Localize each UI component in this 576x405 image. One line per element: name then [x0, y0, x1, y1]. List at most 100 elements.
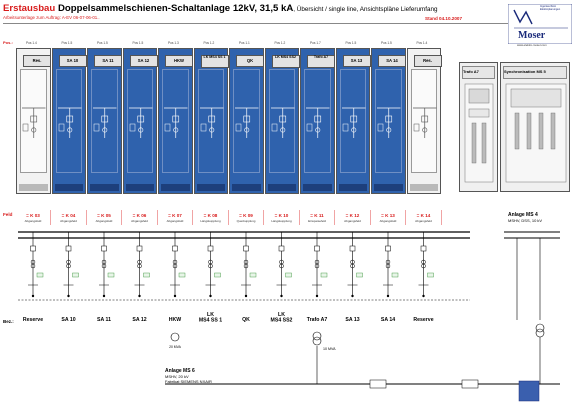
field-role: Abgangsfeld	[131, 219, 148, 223]
cabinet-mimic-diagram	[128, 107, 152, 138]
cabinet-label: HKW	[165, 55, 193, 67]
cable-terminal	[173, 294, 177, 298]
field-number: = K 04	[62, 213, 76, 218]
cabinet-mimic-diagram	[199, 107, 223, 138]
ct-symbol	[208, 263, 213, 269]
field-number: = K 09	[239, 213, 253, 218]
ct-symbol	[101, 263, 107, 269]
cable-terminal	[315, 294, 319, 298]
cable-terminal	[351, 294, 354, 298]
switchgear-cabinet: SA 11	[87, 48, 122, 194]
cabinet-mimic-diagram	[377, 107, 401, 138]
sync-panel-title: Synchronisation MS 5	[504, 69, 546, 74]
feeder-designation: Trafo A7	[307, 317, 328, 323]
transformer-rating: 10 MVA	[323, 347, 336, 351]
cabinet-base	[267, 184, 296, 191]
switchgear-cabinet: HKW	[158, 48, 193, 194]
logo-url: www.elektro-moser.com	[517, 43, 547, 47]
switchgear-cabinet: Trafo A7	[300, 48, 335, 194]
switchgear-cabinet: SA 12	[122, 48, 158, 194]
cabinet-base	[90, 184, 119, 191]
cable-terminal	[31, 294, 35, 298]
breaker-symbol	[420, 245, 427, 252]
trafo-panel-drawing	[464, 83, 494, 183]
cabinet-label: LK MS4 SS2	[271, 55, 300, 68]
cabinet-pos-label: Pos 1.5	[97, 41, 108, 45]
field-number: = K 10	[275, 213, 289, 218]
feeder-designation: SA 13	[345, 317, 359, 323]
trafo-panel: Trafo A7	[459, 62, 498, 192]
breaker-symbol	[136, 245, 143, 252]
breaker-symbol	[314, 245, 320, 252]
breaker-symbol	[172, 245, 178, 252]
field-number: = K 14	[417, 213, 431, 218]
cabinet-door	[20, 69, 47, 173]
logo-tagline: Ingenieurbüro Elektroplanungen	[540, 5, 561, 11]
cabinet-door	[375, 69, 402, 173]
protection-relay	[285, 272, 292, 278]
cabinet-mimic-diagram	[22, 107, 46, 138]
protection-relay	[356, 272, 363, 278]
protection-relay	[249, 272, 257, 278]
cable-terminal	[209, 294, 212, 298]
designation-row-label: Bez.:	[3, 319, 14, 324]
pos-row-label: Pos.:	[3, 40, 13, 45]
cabinet-pos-label: Pos 1.5	[61, 41, 73, 45]
protection-relay	[143, 272, 150, 278]
footer-logo-mark	[518, 380, 540, 402]
feeder-designation: HKW	[169, 317, 181, 323]
cabinet-mimic-diagram	[412, 107, 436, 138]
field-number: = K 08	[204, 213, 218, 218]
company-logo	[508, 4, 572, 44]
cabinet-mimic-diagram	[306, 107, 330, 138]
switchgear-cabinet: Res.	[16, 48, 51, 194]
anlage-ms6-info: Anlage MS 6 MSHV, 20 kV Fabrikat SIEMENS…	[165, 368, 212, 384]
ms6-coupling	[369, 379, 387, 389]
switchgear-cabinet: LK MS4 SS2	[264, 48, 300, 194]
sync-panel-drawing	[505, 83, 567, 183]
ct-symbol	[314, 263, 320, 269]
field-role: Querkupplung	[237, 219, 256, 223]
cabinet-door	[268, 69, 295, 173]
anlage-ms6-title: Anlage MS 6	[165, 368, 195, 374]
transformer-winding	[312, 331, 322, 341]
revision-date: Stand 04.10.2007	[425, 16, 463, 21]
cabinet-mimic-diagram	[57, 107, 81, 138]
cabinet-label: Trafo A7	[307, 55, 335, 68]
cabinet-pos-label: Pos 1.2	[203, 41, 215, 45]
breaker-symbol	[30, 245, 36, 252]
cabinet-mimic-diagram	[341, 107, 365, 138]
cabinet-mimic-diagram	[270, 107, 294, 138]
cabinet-door	[304, 69, 331, 173]
cabinet-base	[161, 184, 190, 191]
feeder-designation: QK	[242, 317, 250, 323]
ct-symbol	[172, 263, 178, 269]
generator-symbol	[170, 332, 180, 342]
cabinet-label: QK	[236, 55, 264, 67]
protection-relay	[72, 272, 79, 278]
field-number: = K 07	[168, 213, 182, 218]
cabinet-label: LK MS4 SS 1	[200, 55, 229, 68]
cabinet-pos-label: Pos 1.5	[381, 41, 392, 45]
cabinet-label: SA 11	[94, 55, 122, 67]
trafo-panel-titlebar	[462, 66, 495, 79]
cabinet-label: SA 12	[129, 55, 158, 67]
protection-relay	[427, 272, 434, 278]
cabinet-door	[410, 69, 437, 173]
cabinet-pos-label: Pos 1.2	[274, 41, 286, 45]
cabinet-base	[303, 184, 332, 191]
protection-relay	[320, 272, 328, 278]
title-suffix: , Übersicht / single line, Ansichtspläne…	[293, 6, 438, 13]
breaker-symbol	[207, 245, 214, 252]
title-main: Doppelsammelschienen-Schaltanlage 12kV, …	[57, 3, 294, 14]
cabinet-door	[339, 69, 366, 173]
feeder-designation: SA 10	[61, 317, 75, 323]
switchgear-cabinet: Res.	[406, 48, 442, 194]
cabinet-door	[91, 69, 118, 173]
cabinet-door	[197, 69, 224, 173]
ct-symbol	[350, 263, 355, 269]
field-role: Abgangsfeld	[96, 219, 113, 223]
field-number: = K 12	[346, 213, 360, 218]
cabinet-label: SA 13	[342, 55, 371, 67]
